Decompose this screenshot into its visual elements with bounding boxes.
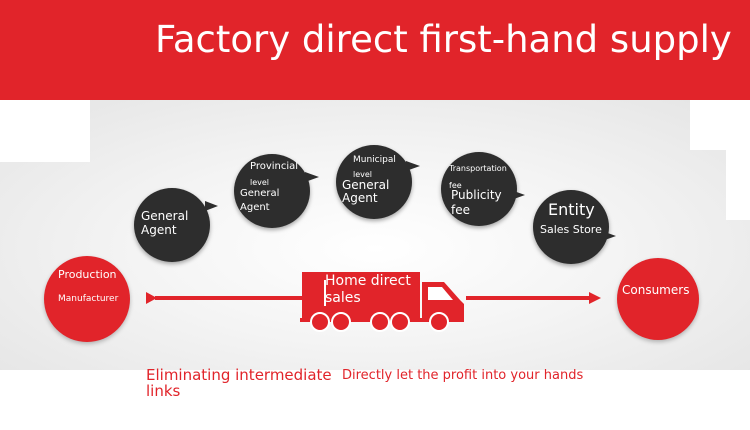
bubble-tail <box>305 172 319 182</box>
production-label: Production <box>58 268 117 281</box>
bubble-tail <box>406 161 420 171</box>
profit-tagline: Directly let the profit into your hands <box>342 368 584 383</box>
consumers-label: Consumers <box>622 283 690 297</box>
eliminating-links-line1: Eliminating intermediate <box>146 366 332 384</box>
fees-line2: fee <box>449 181 462 190</box>
header-banner <box>0 0 750 100</box>
arrow-line-left <box>155 296 305 300</box>
white-patch-right <box>690 100 750 150</box>
entity-store-bubble <box>533 190 609 264</box>
municipal-line1: Municipal <box>353 155 396 165</box>
entity-line2: Sales Store <box>540 223 602 236</box>
white-patch-right-low <box>726 150 750 220</box>
general-agent-line1: General <box>141 209 189 223</box>
provincial-agent-bubble <box>234 154 310 228</box>
bubble-tail <box>511 190 525 200</box>
bubble-tail <box>205 201 218 211</box>
arrow-head-icon <box>589 292 601 304</box>
white-patch-left <box>0 100 90 162</box>
bubble-tail <box>602 231 616 241</box>
manufacturer-label: Manufacturer <box>58 294 119 304</box>
municipal-line4: Agent <box>342 191 378 205</box>
truck-label-line2: sales <box>325 290 361 306</box>
municipal-line3: General <box>342 178 390 192</box>
arrow-tail-icon <box>146 292 157 304</box>
municipal-agent-bubble <box>336 145 412 219</box>
fees-line4: fee <box>451 203 470 217</box>
arrow-line-right <box>466 296 590 300</box>
truck-icon <box>300 268 466 332</box>
fees-line3: Publicity <box>451 188 502 202</box>
fees-bubble <box>441 152 517 226</box>
provincial-line4: Agent <box>240 202 270 213</box>
provincial-line2: level <box>250 178 270 187</box>
provincial-line1: Provincial <box>250 161 299 172</box>
production-manufacturer-node <box>44 256 130 342</box>
banner-title: Factory direct first-hand supply <box>155 18 732 61</box>
truck-label-line1: Home direct <box>325 273 411 289</box>
eliminating-links-line2: links <box>146 382 181 400</box>
provincial-line3: General <box>240 188 280 199</box>
entity-line1: Entity <box>548 200 595 219</box>
fees-line1: Transportation <box>449 164 507 173</box>
general-agent-bubble <box>134 188 210 262</box>
consumers-node <box>617 258 699 340</box>
general-agent-line2: Agent <box>141 223 177 237</box>
municipal-line2: level <box>353 170 373 179</box>
